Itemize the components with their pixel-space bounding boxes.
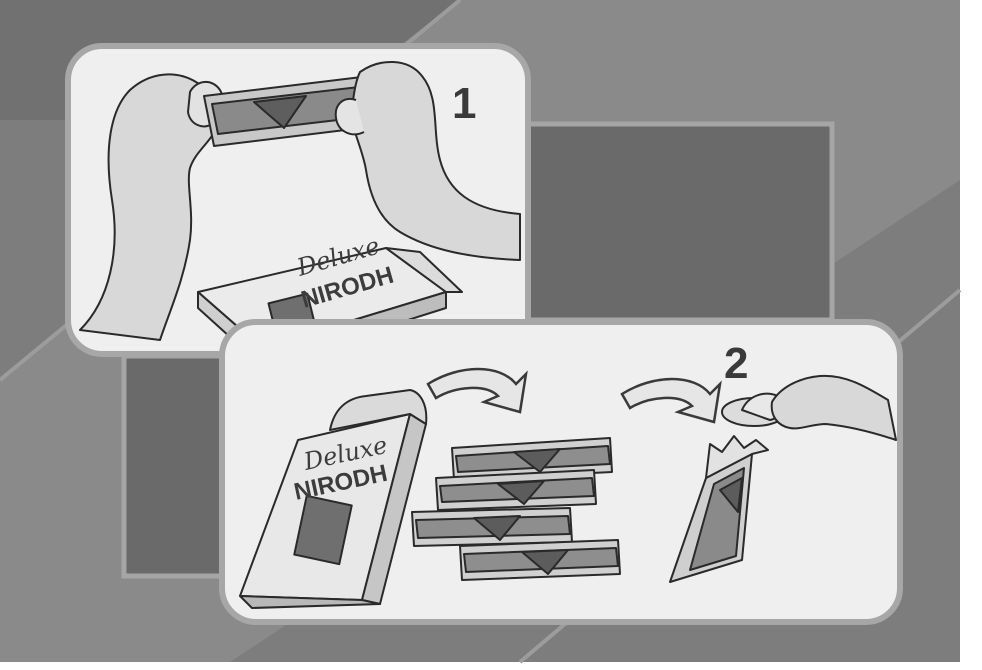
strip-4: [460, 540, 620, 580]
step-2-number: 2: [724, 339, 748, 388]
dark-block-right: [520, 124, 832, 320]
strip-3: [412, 508, 572, 546]
bottom-white-margin: [0, 662, 982, 670]
strip-2: [436, 470, 596, 510]
right-white-margin: [960, 0, 982, 670]
step-1-number: 1: [452, 79, 476, 128]
